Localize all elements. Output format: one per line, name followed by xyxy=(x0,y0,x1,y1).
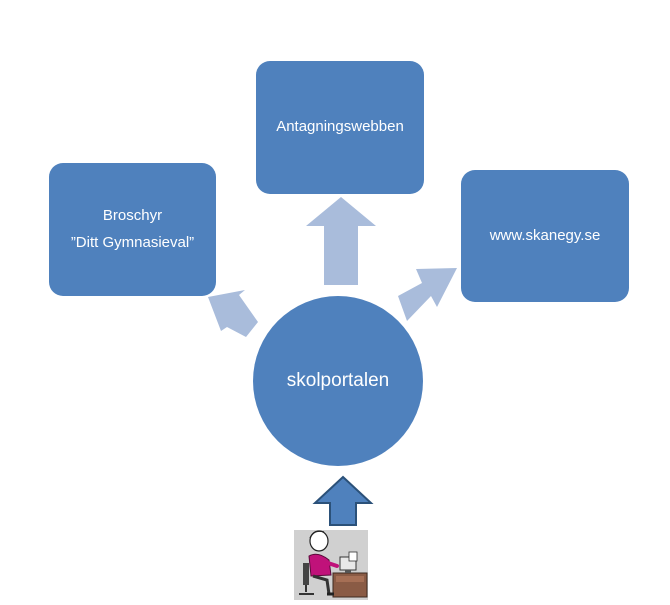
person-at-computer-icon xyxy=(294,530,368,600)
antagningswebben-label: Antagningswebben xyxy=(276,118,404,136)
arrow-user-to-center xyxy=(312,475,374,526)
arrow-to-left-box xyxy=(208,290,258,337)
antagningswebben-box: Antagningswebben xyxy=(256,61,424,194)
broschyr-box: Broschyr ”Ditt Gymnasieval” xyxy=(49,163,216,296)
skolportalen-circle: skolportalen xyxy=(253,296,423,466)
arrow-to-right-box xyxy=(398,268,457,321)
arrow-to-top-box xyxy=(306,197,376,285)
skanegy-box: www.skanegy.se xyxy=(461,170,629,302)
skanegy-label: www.skanegy.se xyxy=(489,226,601,244)
broschyr-label-line1: Broschyr xyxy=(102,207,163,225)
broschyr-label-line2: ”Ditt Gymnasieval” xyxy=(70,233,195,251)
skolportalen-label: skolportalen xyxy=(286,370,390,391)
